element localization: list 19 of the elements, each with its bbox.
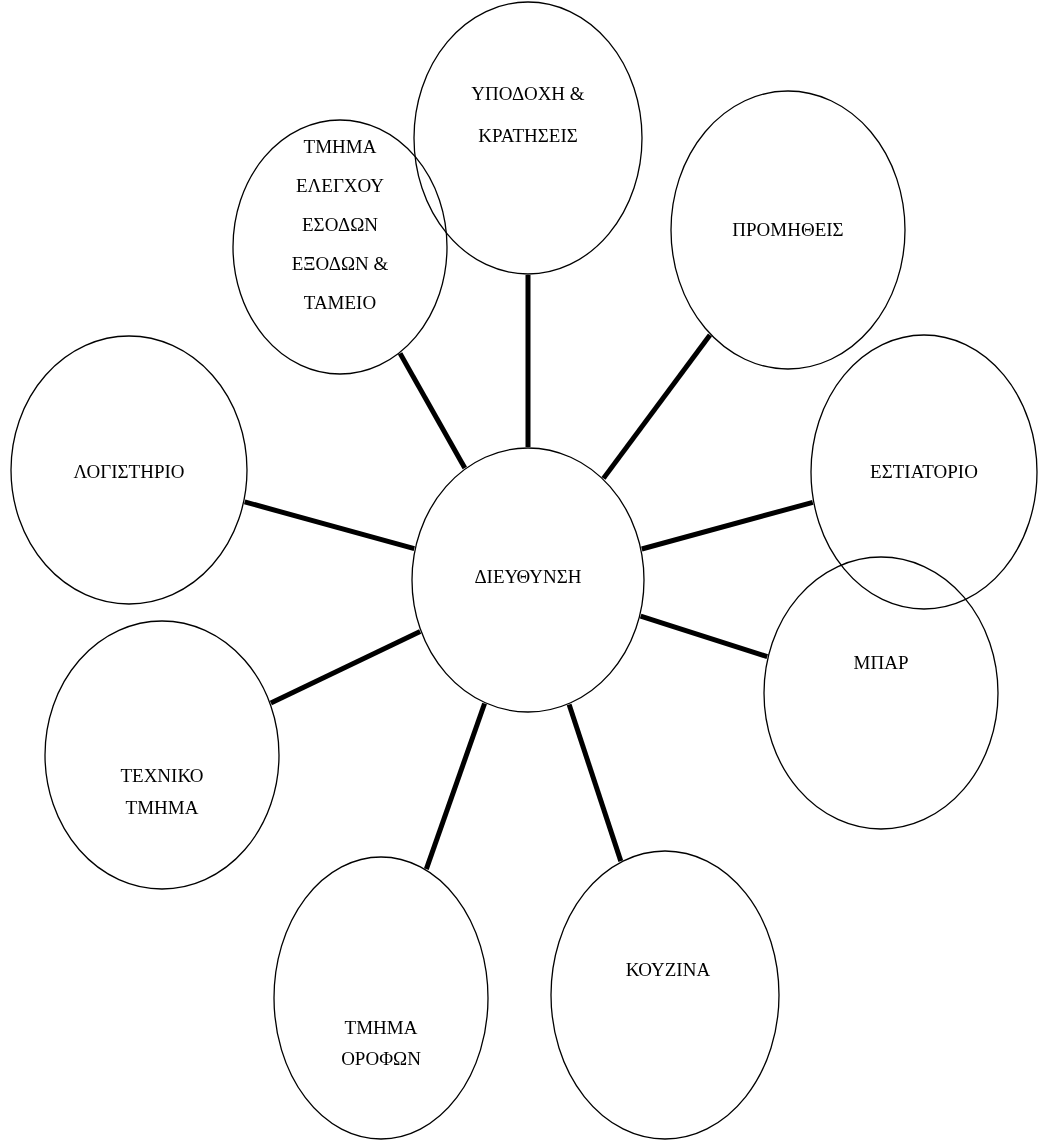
- department-label: ΤΜΗΜΑ ΟΡΟΦΩΝ: [340, 1016, 422, 1071]
- connector-line: [397, 352, 467, 470]
- connector-line: [423, 702, 487, 870]
- department-label: ΚΟΥΖΙΝΑ: [624, 958, 712, 982]
- department-label: ΥΠΟΔΟΧΗ & ΚΡΑΤΗΣΕΙΣ: [470, 82, 586, 148]
- department-label: ΔΙΕΥΘΥΝΣΗ: [473, 565, 583, 589]
- connector-line: [639, 613, 768, 659]
- connector-line: [525, 275, 531, 447]
- department-label: ΤΕΧΝΙΚΟ ΤΜΗΜΑ: [119, 764, 205, 820]
- department-label: ΜΠΑΡ: [852, 651, 910, 675]
- department-label: ΛΟΓΙΣΤΗΡΙΟ: [72, 460, 186, 484]
- connector-line: [601, 333, 712, 480]
- department-label: ΠΡΟΜΗΘΕΙΣ: [731, 218, 845, 242]
- connector-line: [269, 629, 422, 706]
- connector-line: [641, 499, 814, 552]
- department-label: ΕΣΤΙΑΤΟΡΙΟ: [869, 460, 979, 484]
- connector-line: [243, 499, 415, 552]
- connector-line: [566, 703, 624, 862]
- department-label: ΤΜΗΜΑ ΕΛΕΓΧΟΥ ΕΣΟΔΩΝ ΕΞΟΔΩΝ & ΤΑΜΕΙΟ: [290, 134, 390, 315]
